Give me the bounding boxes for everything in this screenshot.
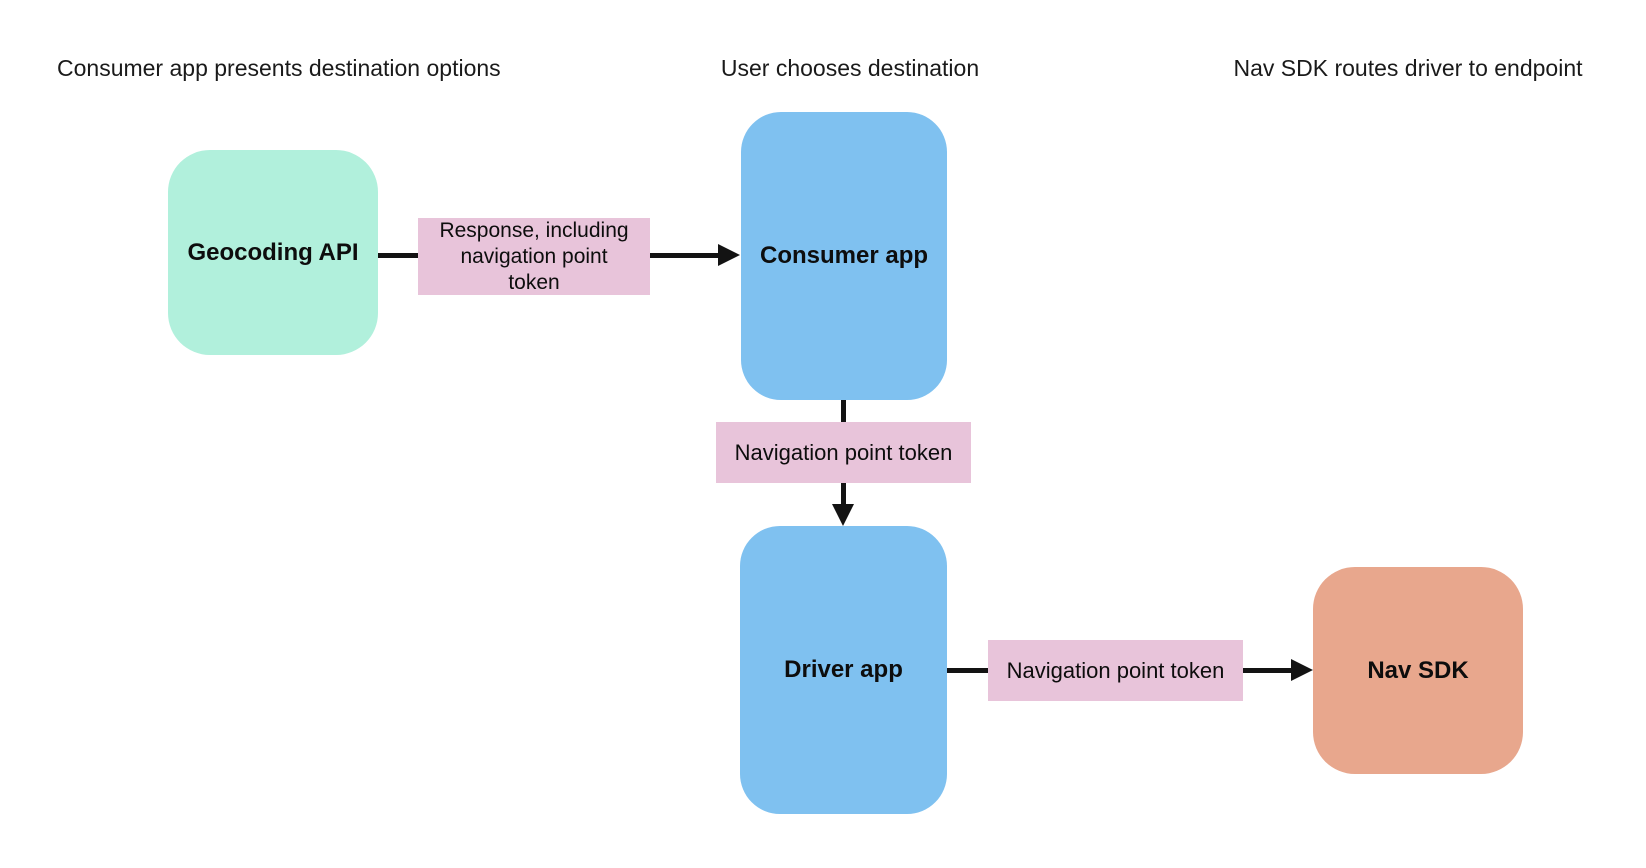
edge-label-navigation-point-token-2: Navigation point token xyxy=(988,640,1243,701)
node-nav-sdk: Nav SDK xyxy=(1313,567,1523,774)
node-driver-app: Driver app xyxy=(740,526,947,814)
column-heading-user-chooses: User chooses destination xyxy=(720,55,980,81)
column-heading-consumer-presents: Consumer app presents destination option… xyxy=(57,55,501,81)
edge-line-driver-to-label xyxy=(947,668,988,673)
node-geocoding-api: Geocoding API xyxy=(168,150,378,355)
arrowhead-into-nav-sdk xyxy=(1291,659,1313,681)
arrowhead-into-driver-app xyxy=(832,504,854,526)
column-heading-nav-sdk-routes: Nav SDK routes driver to endpoint xyxy=(1233,55,1583,81)
edge-label-navigation-point-token-1: Navigation point token xyxy=(716,422,971,483)
edge-line-label-to-navsdk xyxy=(1243,668,1291,673)
edge-line-consumer-to-label xyxy=(841,400,846,422)
edge-line-label-to-driver xyxy=(841,483,846,506)
edge-line-label-to-consumer xyxy=(650,253,718,258)
node-consumer-app: Consumer app xyxy=(741,112,947,400)
arrowhead-into-consumer-app xyxy=(718,244,740,266)
edge-label-response-token: Response, including navigation point tok… xyxy=(418,218,650,295)
edge-line-geocoding-to-label xyxy=(378,253,418,258)
